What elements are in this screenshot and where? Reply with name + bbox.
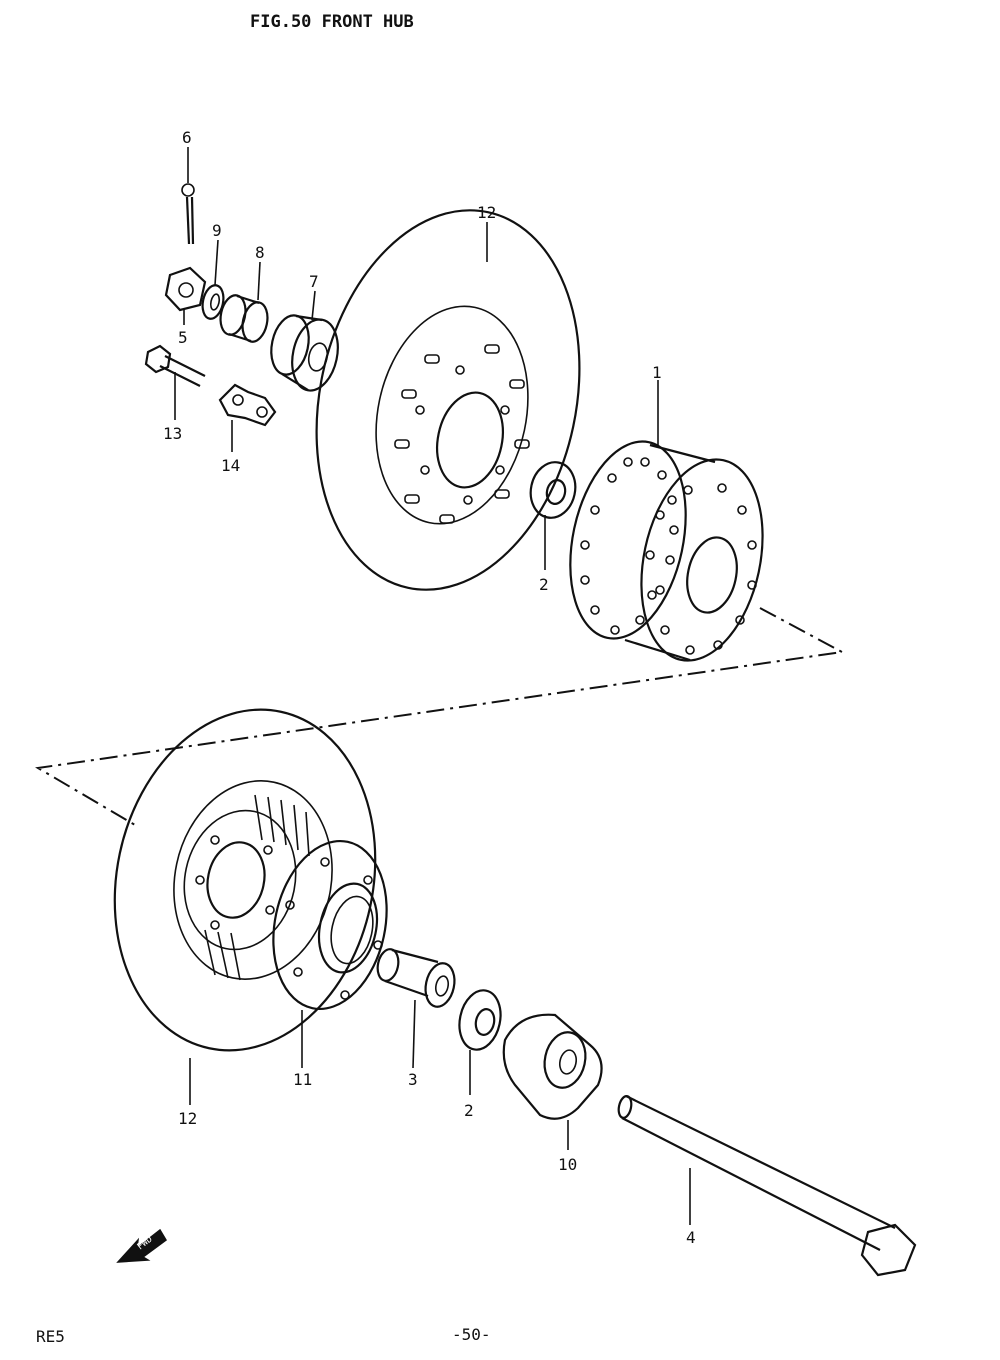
callout-12-upper: 12	[477, 203, 496, 222]
forward-arrow-icon: FWD	[116, 1228, 167, 1263]
disc-hub-flange	[272, 839, 388, 1011]
callout-14: 14	[221, 456, 240, 475]
bolt	[144, 344, 206, 387]
callout-leaders	[174, 147, 691, 1225]
bearing-upper	[529, 461, 577, 519]
cotter-pin	[181, 183, 195, 245]
brake-disc-lower	[113, 708, 377, 1052]
lock-washer	[218, 383, 277, 427]
axle-spacer	[376, 948, 456, 1008]
callout-numbers: 1 2 12 6 9 8 7 5 13 14 12 11 3 2 10 4	[163, 128, 696, 1247]
callout-9: 9	[212, 221, 222, 240]
model-code: RE5	[36, 1327, 65, 1346]
callout-4: 4	[686, 1228, 696, 1247]
front-axle	[617, 1095, 917, 1277]
castle-nut	[164, 266, 207, 312]
callout-10: 10	[558, 1155, 577, 1174]
washer	[201, 284, 225, 320]
reference-lines	[35, 607, 846, 826]
hub-spacer	[270, 314, 339, 392]
callout-5: 5	[178, 328, 188, 347]
figure-title: FIG.50 FRONT HUB	[250, 12, 414, 32]
front-hub	[569, 440, 764, 662]
callout-12-lower: 12	[178, 1109, 197, 1128]
speedometer-gearbox	[502, 1013, 603, 1120]
callout-2-lower: 2	[464, 1101, 474, 1120]
page-number: -50-	[452, 1325, 491, 1344]
bearing-lower	[458, 989, 502, 1051]
callout-1: 1	[652, 363, 662, 382]
callout-6: 6	[182, 128, 192, 147]
callout-3: 3	[408, 1070, 418, 1089]
callout-11: 11	[293, 1070, 312, 1089]
brake-disc-upper	[315, 209, 581, 591]
callout-8: 8	[255, 243, 265, 262]
callout-7: 7	[309, 272, 319, 291]
spacer	[219, 294, 269, 343]
callout-2-upper: 2	[539, 575, 549, 594]
callout-13: 13	[163, 424, 182, 443]
